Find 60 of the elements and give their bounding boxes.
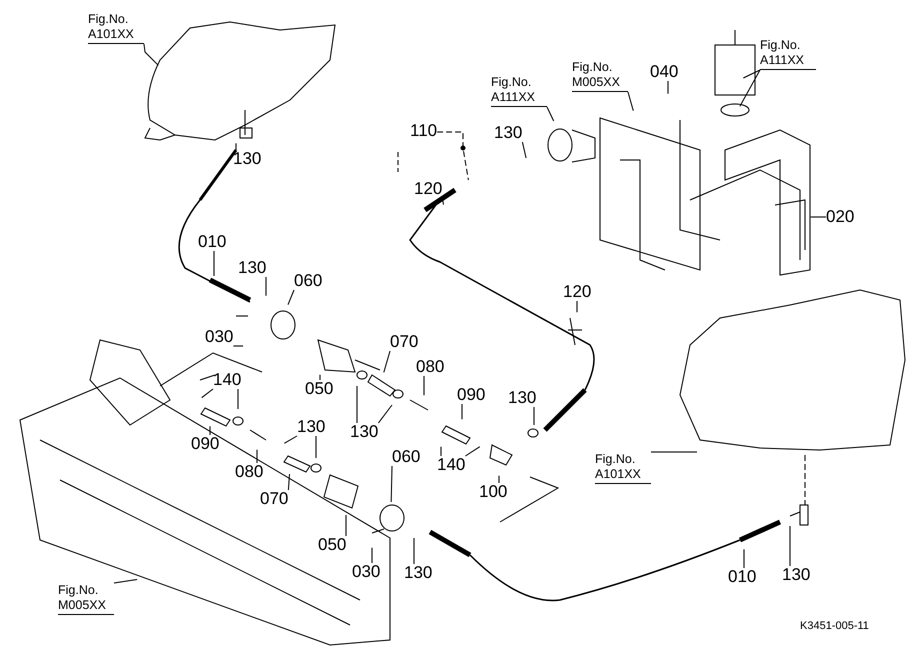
- leader-line: [383, 350, 390, 373]
- callout-number: 070: [390, 333, 418, 351]
- callout-number: 120: [563, 283, 592, 301]
- leader-line: [114, 579, 138, 584]
- leader-line: [546, 106, 554, 122]
- callout-number: 080: [235, 463, 264, 481]
- callout-number: 090: [191, 435, 220, 453]
- callout-number: 120: [414, 180, 442, 198]
- leader-line: [440, 446, 442, 456]
- callout-number: 060: [392, 448, 420, 466]
- leader-line: [201, 388, 214, 398]
- leader-line: [356, 386, 358, 424]
- leader-line: [288, 474, 290, 490]
- callout-number: 020: [826, 208, 854, 226]
- leader-line: [464, 446, 480, 456]
- callout-number: 100: [479, 483, 508, 501]
- callout-number: 010: [728, 568, 756, 586]
- callout-number: 110: [410, 122, 438, 140]
- callout-number: 130: [297, 418, 326, 436]
- callout-number: 130: [508, 389, 536, 407]
- callout-number: 090: [457, 386, 486, 404]
- figure-reference: Fig.No. M005XX: [572, 60, 628, 92]
- leader-line: [436, 132, 469, 181]
- leader-line: [742, 70, 760, 78]
- figure-reference: Fig.No. A101XX: [595, 452, 651, 484]
- callout-number: 130: [494, 124, 522, 142]
- leader-line: [498, 475, 500, 484]
- callout-number: 050: [305, 380, 334, 398]
- callout-number: 130: [782, 566, 810, 584]
- callout-number: 060: [294, 272, 322, 290]
- callout-number: 130: [233, 150, 262, 168]
- callout-number: 010: [198, 233, 226, 251]
- callout-number: 040: [650, 63, 678, 81]
- leader-line: [288, 290, 294, 306]
- leader-line: [284, 436, 298, 444]
- callout-number: 130: [350, 423, 378, 441]
- leader-line: [442, 198, 444, 206]
- leader-line: [739, 70, 760, 107]
- leader-line: [810, 216, 826, 218]
- callout-number: 080: [416, 358, 444, 376]
- callout-number: 130: [404, 564, 432, 582]
- callout-number: 050: [318, 536, 346, 554]
- leader-line: [390, 466, 392, 502]
- callout-number: 030: [205, 328, 234, 346]
- leader-line: [628, 92, 634, 112]
- leader-line: [576, 300, 578, 313]
- drawing-number: K3451-005-11: [800, 620, 869, 632]
- figure-reference: Fig.No. M005XX: [58, 583, 114, 615]
- callout-number: 130: [238, 259, 266, 277]
- leader-line: [144, 44, 159, 66]
- leader-line: [378, 404, 392, 424]
- callout-number: 030: [352, 563, 380, 581]
- leader-line: [522, 142, 527, 158]
- figure-reference: Fig.No. A111XX: [760, 38, 816, 70]
- figure-reference: Fig.No. A101XX: [88, 12, 144, 44]
- leader-line: [256, 449, 258, 464]
- callout-number: 070: [260, 490, 288, 508]
- callout-number: 140: [437, 456, 466, 474]
- figure-reference: Fig.No. A111XX: [491, 75, 547, 107]
- callout-number: 140: [213, 371, 242, 389]
